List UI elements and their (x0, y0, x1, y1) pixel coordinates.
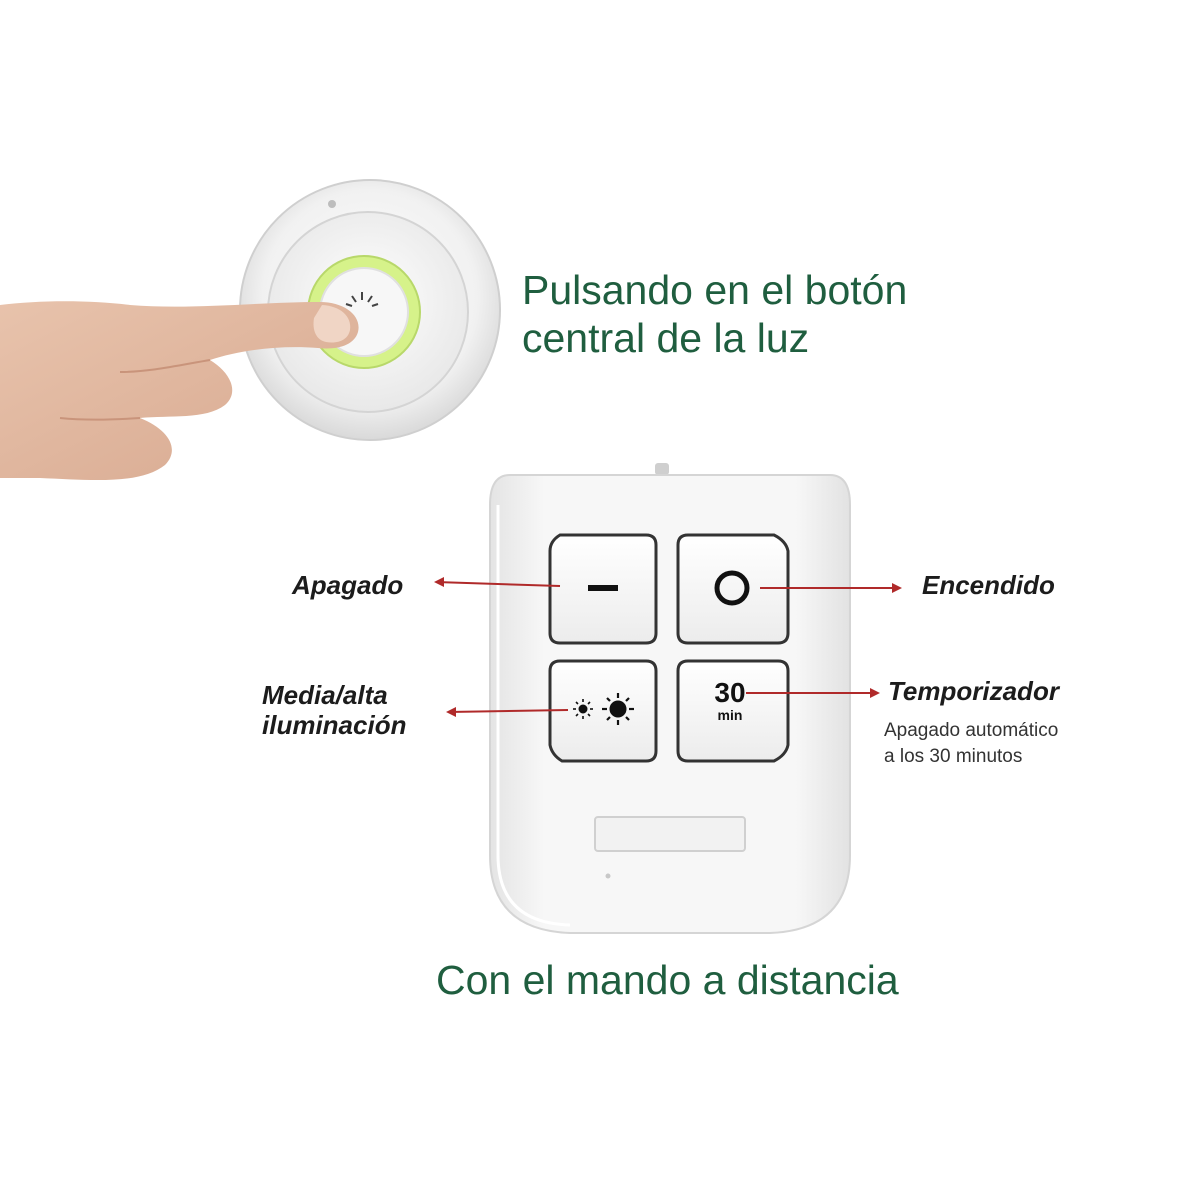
headline-top-line2: central de la luz (522, 315, 810, 361)
puck-light-illustration (0, 179, 501, 481)
brightness-button-shape (548, 659, 658, 763)
timer-number: 30 (714, 677, 746, 708)
label-timer: Temporizador (888, 676, 1059, 706)
sun-brightness-icon (573, 693, 634, 725)
label-brightness: Media/alta iluminación (262, 680, 406, 740)
label-off: Apagado (292, 570, 404, 600)
timer-desc-line2: a los 30 minutos (884, 746, 1023, 767)
timer-button-shape (676, 659, 790, 763)
label-timer-description: Apagado automático a los 30 minutos (884, 718, 1058, 770)
on-button-shape (676, 533, 790, 645)
headline-top: Pulsando en el botón central de la luz (522, 266, 1162, 362)
label-brightness-line1: Media/alta (262, 680, 388, 710)
remote-control (489, 463, 851, 934)
arrow-off (435, 581, 561, 587)
arrow-brightness (447, 709, 569, 713)
timer-unit: min (717, 707, 743, 723)
power-icon (345, 292, 379, 307)
minus-icon (588, 585, 618, 591)
ring-icon (714, 570, 750, 606)
label-brightness-line2: iluminación (262, 710, 407, 740)
headline-top-line1: Pulsando en el botón (522, 267, 908, 313)
headline-bottom: Con el mando a distancia (436, 957, 899, 1003)
label-on: Encendido (922, 570, 1055, 600)
timer-button[interactable]: 30 min (700, 677, 760, 723)
timer-desc-line1: Apagado automático (884, 720, 1059, 741)
hand-icon (0, 301, 359, 481)
battery-cover (594, 816, 746, 852)
